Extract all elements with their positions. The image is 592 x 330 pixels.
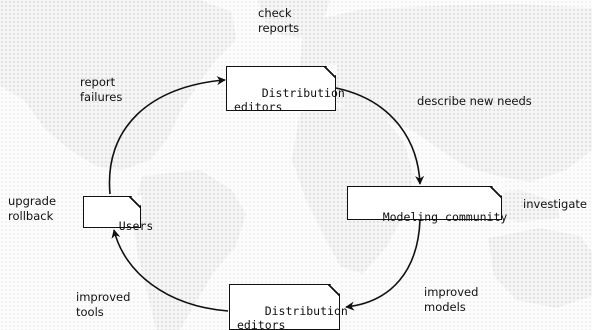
arrow-editors-top-to-modeling bbox=[335, 87, 425, 185]
label-report-failures: report failures bbox=[80, 75, 123, 104]
node-distribution-editors-bottom: Distribution editors bbox=[229, 283, 348, 330]
node-distribution-editors-bottom-label: Distribution editors bbox=[237, 304, 348, 330]
label-describe-new-needs: describe new needs bbox=[417, 94, 532, 108]
continent-north-america bbox=[0, 0, 236, 170]
label-improved-models: improved models bbox=[424, 285, 479, 314]
arrow-modeling-to-editors-bottom bbox=[345, 219, 421, 311]
arrow-editors-bottom-to-users bbox=[111, 229, 229, 312]
node-users-label: Users bbox=[118, 219, 154, 233]
folded-corner-edge bbox=[328, 284, 340, 296]
folded-corner-edge bbox=[129, 196, 141, 208]
arrow-users-to-editors-top bbox=[108, 76, 226, 195]
label-improved-tools: improved tools bbox=[76, 290, 131, 319]
node-distribution-editors-top-label: Distribution editors bbox=[234, 86, 345, 114]
node-distribution-editors-top: Distribution editors bbox=[226, 65, 345, 114]
folded-corner-edge bbox=[490, 186, 502, 198]
label-check-reports: check reports bbox=[258, 6, 300, 35]
folded-corner-edge bbox=[324, 66, 336, 78]
label-investigate: investigate bbox=[523, 197, 587, 211]
label-upgrade-rollback: upgrade rollback bbox=[8, 194, 57, 223]
continent-australia bbox=[488, 228, 592, 308]
node-users: Users bbox=[83, 195, 153, 233]
node-modeling-community-label: Modeling community bbox=[382, 210, 508, 224]
continent-eurasia bbox=[300, 4, 592, 182]
node-modeling-community: Modeling community bbox=[347, 185, 507, 224]
